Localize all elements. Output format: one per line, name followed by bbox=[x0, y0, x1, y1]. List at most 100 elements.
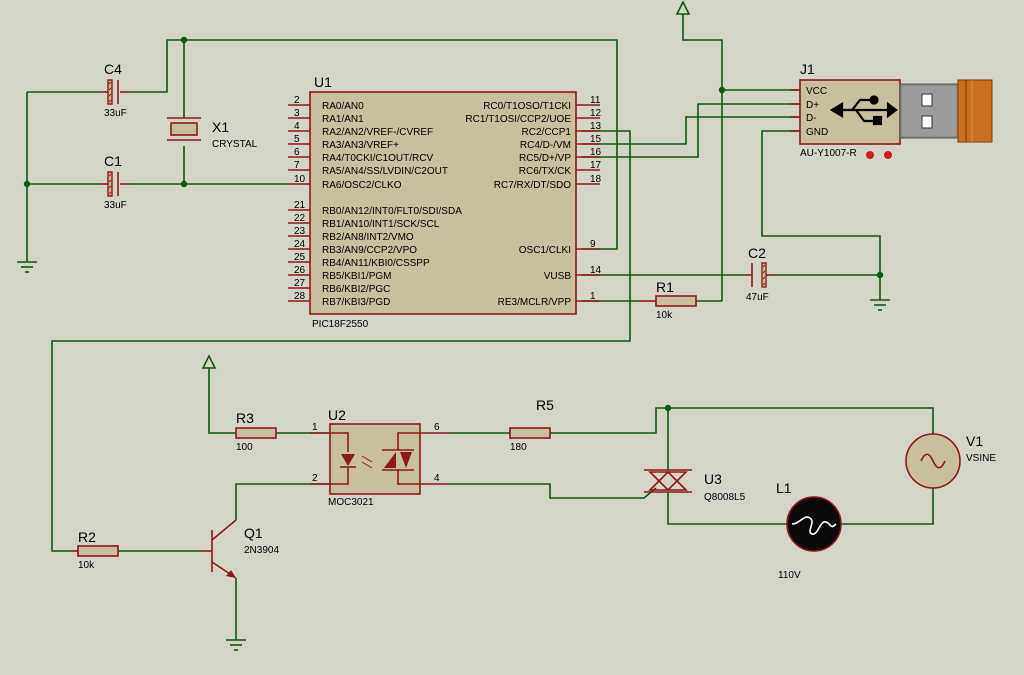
u1-pin-number: 25 bbox=[294, 252, 306, 263]
r1-ref: R1 bbox=[656, 279, 674, 295]
v1-ref: V1 bbox=[966, 433, 983, 449]
x1-value: CRYSTAL bbox=[212, 139, 258, 150]
r2-resistor[interactable]: R2 10k bbox=[72, 529, 119, 571]
wires bbox=[26, 14, 934, 640]
u1-pin-label: RC2/CCP1 bbox=[522, 127, 572, 138]
u1-pin-number: 14 bbox=[590, 265, 602, 276]
x1-crystal[interactable]: X1 CRYSTAL bbox=[167, 117, 258, 150]
led-icon bbox=[866, 151, 874, 159]
l1-value: 110V bbox=[778, 570, 801, 581]
u1-pin-number: 24 bbox=[294, 239, 306, 250]
u1-pin-number: 18 bbox=[590, 174, 602, 185]
vcc-arrow-r3 bbox=[201, 354, 217, 369]
j1-pin-dplus: D+ bbox=[806, 100, 819, 111]
u1-pin-number: 12 bbox=[590, 108, 602, 119]
u1-pin-label: RA3/AN3/VREF+ bbox=[322, 140, 399, 151]
u1-pin-label: RB2/AN8/INT2/VMO bbox=[322, 232, 414, 243]
c2-value: 47uF bbox=[746, 292, 769, 303]
l1-ref: L1 bbox=[776, 480, 792, 496]
u3-triac[interactable]: U3 Q8008L5 bbox=[644, 469, 746, 503]
v1-sine-source[interactable]: V1 VSINE bbox=[905, 433, 996, 489]
u1-pin-number: 9 bbox=[590, 239, 596, 250]
c1-value: 33uF bbox=[104, 200, 127, 211]
u1-left-pins: 2RA0/AN03RA1/AN14RA2/AN2/VREF-/CVREF5RA3… bbox=[288, 95, 462, 308]
u1-pin-number: 6 bbox=[294, 147, 300, 158]
usb-icon bbox=[829, 95, 898, 126]
wire-lamp-v1 bbox=[840, 488, 934, 525]
junction-dot bbox=[23, 180, 31, 188]
q1-ref: Q1 bbox=[244, 525, 263, 541]
u1-pin-number: 1 bbox=[590, 291, 596, 302]
u1-pin-number: 26 bbox=[294, 265, 306, 276]
u1-pin-label: RB7/KBI3/PGD bbox=[322, 297, 390, 308]
r3-value: 100 bbox=[236, 442, 253, 453]
u3-ref: U3 bbox=[704, 471, 722, 487]
u1-pin-label: RA1/AN1 bbox=[322, 114, 364, 125]
u2-pin-1: 1 bbox=[312, 422, 318, 433]
u1-pin-label: OSC1/CLKI bbox=[519, 245, 571, 256]
c2-capacitor[interactable]: C2 47uF bbox=[746, 245, 774, 303]
c4-capacitor[interactable]: C4 33uF bbox=[100, 61, 130, 119]
u1-pin-number: 22 bbox=[294, 213, 306, 224]
u1-pin-label: RB6/KBI2/PGC bbox=[322, 284, 390, 295]
u1-pin-number: 27 bbox=[294, 278, 306, 289]
r5-ref: R5 bbox=[536, 397, 554, 413]
u1-pin-label: RA2/AN2/VREF-/CVREF bbox=[322, 127, 433, 138]
v1-value: VSINE bbox=[966, 453, 996, 464]
c2-ref: C2 bbox=[748, 245, 766, 261]
wire-usb-dminus bbox=[582, 116, 800, 145]
wire-usb-gnd bbox=[761, 130, 881, 300]
wire-r5-triac bbox=[550, 407, 668, 434]
j1-usb-connector[interactable]: J1 VCC D+ D- GND AU-Y1007-R bbox=[790, 61, 993, 159]
l1-lamp[interactable]: L1 110V bbox=[776, 480, 842, 581]
r5-value: 180 bbox=[510, 442, 527, 453]
u1-pin-label: RB5/KBI1/PGM bbox=[322, 271, 391, 282]
u1-pin-number: 4 bbox=[294, 121, 300, 132]
j1-pin-gnd: GND bbox=[806, 127, 828, 138]
u1-pin-label: RC1/T1OSI/CCP2/UOE bbox=[465, 114, 571, 125]
usb-plug-icon bbox=[899, 79, 993, 143]
u1-pin-label: RA4/T0CKI/C1OUT/RCV bbox=[322, 153, 433, 164]
lamp-icon bbox=[786, 496, 842, 552]
u1-pin-number: 28 bbox=[294, 291, 306, 302]
c4-value: 33uF bbox=[104, 108, 127, 119]
u1-pin-label: RB4/AN11/KBI0/CSSPP bbox=[322, 258, 430, 269]
u2-pin-2: 2 bbox=[312, 473, 318, 484]
triac-internal-icon bbox=[382, 432, 420, 485]
j1-pin-vcc: VCC bbox=[806, 86, 827, 97]
u2-ref: U2 bbox=[328, 407, 346, 423]
ground-q1-icon bbox=[226, 639, 246, 651]
u2-optocoupler[interactable]: U2 MOC3021 1 2 6 4 bbox=[310, 407, 450, 508]
u2-part: MOC3021 bbox=[328, 497, 374, 508]
u1-pin-number: 11 bbox=[590, 95, 601, 106]
q1-transistor[interactable]: Q1 2N3904 bbox=[200, 519, 279, 579]
u1-pin-label: RC5/D+/VP bbox=[519, 153, 571, 164]
wire-c4-right bbox=[130, 39, 184, 93]
r1-resistor[interactable]: R1 10k bbox=[640, 279, 697, 321]
junction-dot bbox=[876, 271, 884, 279]
r5-resistor[interactable]: R5 180 bbox=[509, 397, 554, 453]
u2-pin-6: 6 bbox=[434, 422, 440, 433]
c1-capacitor[interactable]: C1 33uF bbox=[100, 153, 130, 211]
u1-pin-label: RA6/OSC2/CLKO bbox=[322, 180, 402, 191]
u1-pin-label: RC0/T1OSO/T1CKI bbox=[483, 101, 571, 112]
u1-ref: U1 bbox=[314, 74, 332, 90]
junction-dot bbox=[718, 86, 726, 94]
u3-part: Q8008L5 bbox=[704, 492, 746, 503]
u1-microcontroller[interactable]: U1 PIC18F2550 2RA0/AN03RA1/AN14RA2/AN2/V… bbox=[288, 74, 602, 330]
u1-pin-number: 7 bbox=[294, 160, 300, 171]
u1-pin-number: 23 bbox=[294, 226, 306, 237]
led-icon bbox=[884, 151, 892, 159]
u1-pin-label: RB1/AN10/INT1/SCK/SCL bbox=[322, 219, 440, 230]
ground-right-icon bbox=[870, 299, 890, 311]
u1-body bbox=[309, 91, 577, 315]
junction-dot bbox=[180, 180, 188, 188]
u1-pin-label: RB3/AN9/CCP2/VPO bbox=[322, 245, 417, 256]
wire-rc2-r2 bbox=[51, 130, 631, 552]
u1-pin-number: 2 bbox=[294, 95, 300, 106]
r3-resistor[interactable]: R3 100 bbox=[235, 410, 277, 453]
u1-pin-number: 3 bbox=[294, 108, 300, 119]
j1-body bbox=[799, 79, 901, 145]
